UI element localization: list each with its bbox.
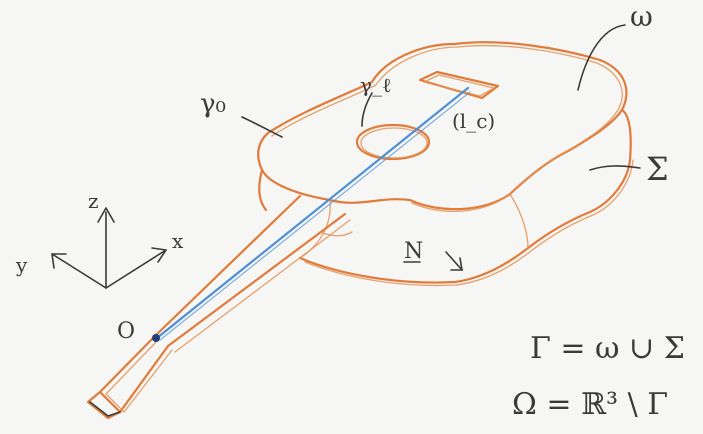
lc-label: (l_c) xyxy=(452,109,495,133)
axis-y-line xyxy=(52,254,106,288)
guitar-side-left xyxy=(259,170,266,210)
axis-x-line xyxy=(106,250,166,288)
gamma-l-label: γ_ℓ xyxy=(360,73,392,97)
normal-arrow xyxy=(446,252,462,270)
omega-label: ω xyxy=(630,0,653,33)
guitar-side-bottom xyxy=(300,110,631,283)
equation-omega: Ω = ℝ³ \ Γ xyxy=(512,387,668,422)
guitar-neck-upper xyxy=(155,196,300,336)
guitar-side-mid xyxy=(510,194,528,248)
origin-label: O xyxy=(117,319,135,344)
axis-y-label: y xyxy=(15,253,28,277)
normal-label: N xyxy=(404,239,423,264)
sigma-leader xyxy=(590,166,640,170)
guitar-neck-side xyxy=(175,220,350,352)
guitar-neck-lower xyxy=(168,214,345,346)
gamma-l-leader xyxy=(362,93,372,126)
sigma-label: Σ xyxy=(646,150,669,188)
guitar-neck-shade xyxy=(320,232,352,236)
origin-point xyxy=(152,334,160,342)
equation-gamma: Γ = ω ∪ Σ xyxy=(530,331,685,366)
axis-z-label: z xyxy=(88,189,99,213)
gamma-o-label: γ₀ xyxy=(200,89,226,119)
coordinate-axes: z x y xyxy=(15,189,184,288)
string-line xyxy=(157,88,468,338)
axis-x-label: x xyxy=(172,229,184,253)
guitar-top-face xyxy=(258,42,626,209)
guitar-top-face-sketch xyxy=(272,46,622,212)
guitar-head xyxy=(100,336,168,412)
string-line-2 xyxy=(160,92,470,340)
